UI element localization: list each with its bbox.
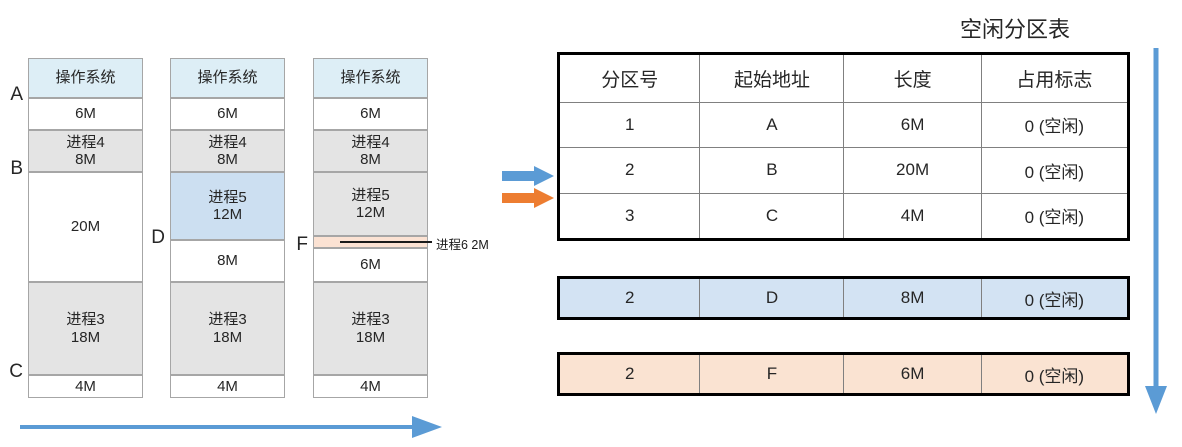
table-cell: D [699,279,844,317]
memory-block-label: 进程3 [351,311,390,329]
memory-block-free: 6M [170,98,285,130]
table-cell: F [699,355,844,393]
table-cell: C [699,193,843,238]
boundary-label-f: F [296,234,308,255]
memory-block-label: 进程5 [351,186,390,204]
memory-block-os: 操作系统 [28,58,143,98]
table-cell: 2 [625,160,635,180]
memory-block-size: 12M [355,204,386,221]
boundary-label-b: B [10,158,23,179]
memory-block-free: 6M [28,98,143,130]
table-order-arrow [1145,48,1167,414]
memory-block-label: 进程3 [66,311,105,329]
table-header-cell: 长度 [843,55,980,102]
memory-block-size: 18M [355,328,386,346]
table-header-row: 分区号 起始地址长度占用标志 [560,55,1127,102]
memory-block-size: 12M [212,206,243,223]
memory-block-free: 4M [313,375,428,398]
boundary-label-c: C [9,361,23,382]
table-cell: 0 (空闲) [980,102,1127,147]
memory-block-label: 4M [360,377,381,395]
table-cell: 6M [843,355,981,393]
memory-block-label: 4M [75,377,96,395]
memory-block-size: 8M [75,151,96,168]
memory-block-os: 操作系统 [313,58,428,98]
table-cell: 3 [625,205,635,225]
table-cell: 8M [843,279,981,317]
table-cell: 0 (空闲) [980,148,1127,193]
memory-block-free: 4M [170,375,285,398]
table-cell: A [699,102,843,147]
transfer-arrow-blue [502,166,554,186]
transfer-arrow-orange [502,188,554,208]
memory-block-size: 18M [212,328,243,346]
memory-block-label: 6M [217,105,238,123]
memory-block-label: 操作系统 [55,69,116,87]
table-cell: 2 [560,279,700,317]
memory-block-size: 8M [217,151,238,168]
memory-block-free: 4M [28,375,143,398]
memory-block-label: 进程4 [66,133,105,151]
table-cell: 0 (空闲) [980,193,1127,238]
memory-block-label: 8M [217,252,238,270]
memory-block-label: 操作系统 [197,69,258,87]
callout-leader-line [340,241,432,243]
boundary-label-d: D [151,227,165,248]
memory-block-label: 进程3 [208,311,247,329]
table-header-cell: 起始地址 [699,55,843,102]
memory-block-free: 8M [170,240,285,282]
table-header-cell: 分区号 [601,69,659,91]
table-cell: 2 [560,355,700,393]
memory-block-free: 6M [313,248,428,282]
memory-block-label: 进程4 [208,133,247,151]
memory-block-free: 6M [313,98,428,130]
memory-block-free: 20M [28,172,143,282]
memory-block-label: 4M [217,377,238,395]
table-cell: B [699,148,843,193]
table-cell: 4M [843,193,980,238]
memory-block-os: 操作系统 [170,58,285,98]
table-cell: 0 (空闲) [980,279,1127,317]
memory-block-label: 6M [360,256,381,274]
table-cell: 6M [843,102,980,147]
free-partition-table-title: 空闲分区表 [960,17,1071,42]
memory-block-size: 8M [360,151,381,168]
callout-label-process6: 进程6 2M [436,238,489,252]
memory-block-label: 6M [75,105,96,123]
memory-block-label: 20M [70,218,101,236]
memory-block-label: 进程5 [208,188,247,206]
table-cell: 1 [625,114,635,134]
timeline-arrow [20,416,442,438]
table-cell: 20M [843,148,980,193]
memory-block-label: 操作系统 [340,69,401,87]
table-cell: 0 (空闲) [980,355,1127,393]
table-header-cell: 占用标志 [980,55,1127,102]
memory-block-label: 进程4 [351,133,390,151]
boundary-label-a: A [10,84,23,105]
memory-block-size: 18M [70,328,101,346]
memory-block-label: 6M [360,105,381,123]
